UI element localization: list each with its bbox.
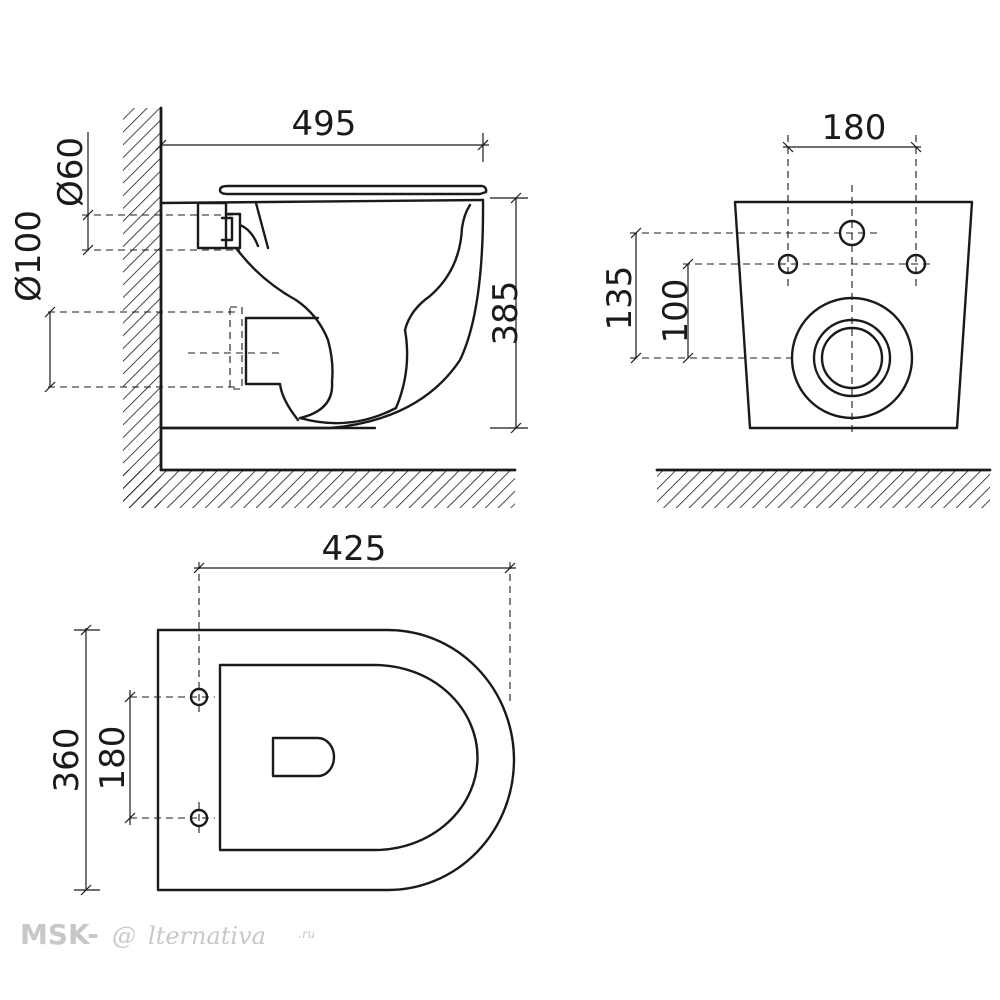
side-height-label: 385	[486, 281, 526, 346]
wall-hatch	[123, 108, 161, 508]
watermark-symbol: @	[112, 922, 136, 950]
watermark-logo: MSK- @ lternativa .ru	[20, 918, 315, 951]
front-hole-spacing-label: 180	[822, 108, 887, 148]
top-hole-spacing-label: 180	[93, 726, 133, 791]
wall-line	[159, 106, 517, 472]
side-toilet-body	[159, 184, 488, 430]
top-width-label: 360	[47, 728, 87, 793]
front-view: 180 135 100	[600, 108, 992, 508]
floor-hatch	[123, 470, 515, 508]
side-view: 495 385 Ø60 Ø100	[9, 104, 528, 508]
front-outlet-inner	[820, 326, 884, 390]
front-upper-height-label: 135	[600, 266, 640, 331]
top-view: 425 360 180	[47, 529, 516, 896]
front-toilet-body	[733, 200, 974, 430]
top-inner-opening	[218, 663, 479, 852]
top-drain-slot	[271, 736, 336, 778]
watermark-prefix: MSK-	[20, 918, 99, 951]
watermark-name: lternativa	[148, 922, 266, 950]
side-width-label: 495	[292, 104, 357, 144]
side-outlet-diameter-label: Ø100	[9, 210, 49, 302]
front-lower-height-label: 100	[656, 279, 696, 344]
watermark-suffix: .ru	[298, 927, 315, 941]
top-length-label: 425	[322, 529, 387, 569]
side-inlet-diameter-label: Ø60	[51, 137, 91, 207]
front-floor-hatch	[657, 470, 990, 508]
top-outer-shape	[156, 628, 516, 892]
